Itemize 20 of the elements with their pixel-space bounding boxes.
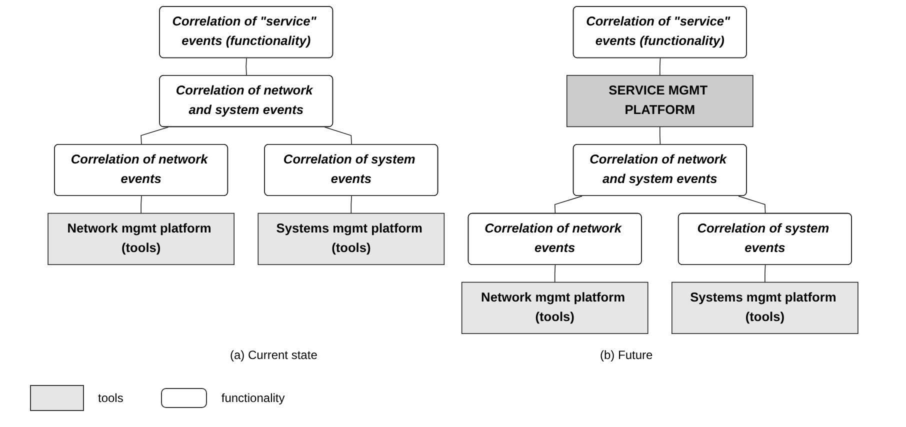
node-box: Network mgmt platform (tools) [461,282,648,334]
connector [140,126,169,146]
connector [140,196,142,214]
connector [554,196,583,214]
connector [350,196,352,214]
connector [324,126,352,146]
legend-label: functionality [221,391,285,405]
connector [659,126,661,146]
connector [764,264,766,283]
node-box: Systems mgmt platform (tools) [672,282,858,334]
connector [738,196,766,214]
panel-caption: (b) Future [600,348,653,362]
connector [554,264,556,283]
legend-label: tools [98,391,124,405]
node-box: SERVICE MGMT PLATFORM [566,74,754,128]
panel-caption: (a) Current state [230,348,318,362]
node-box: Systems mgmt platform (tools) [258,212,445,266]
connector [246,58,247,76]
connector [659,58,661,76]
node-box: Network mgmt platform (tools) [48,212,234,266]
